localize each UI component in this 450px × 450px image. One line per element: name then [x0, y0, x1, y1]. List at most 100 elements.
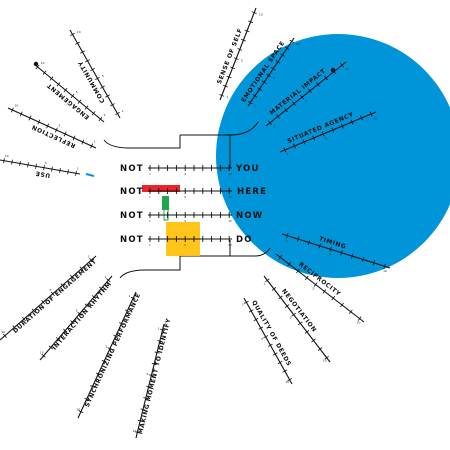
axis-tick: [318, 243, 321, 249]
axis-tick-label: 5: [45, 161, 47, 165]
axis-tick: [331, 295, 336, 301]
axis-tick-label: 5: [50, 288, 52, 292]
axis-tick: [79, 266, 84, 271]
axis-tick: [263, 335, 268, 339]
axis-tick-label: 1: [94, 139, 96, 143]
axis-tick: [11, 107, 14, 113]
axis-tick: [151, 362, 157, 365]
axis-tick: [28, 115, 32, 121]
axis-line: [0, 255, 97, 341]
axis-tick: [46, 123, 49, 129]
axis-tick: [51, 166, 53, 172]
axis-tick: [124, 309, 130, 313]
axis-tick: [277, 360, 283, 365]
axis-tick: [2, 333, 7, 338]
axis-tick: [324, 355, 329, 360]
axis-tick: [316, 82, 320, 87]
axis-tick: [154, 351, 160, 354]
axis-tick: [49, 76, 54, 81]
axis-tick-label: 10: [41, 61, 45, 65]
axis-tick: [110, 103, 115, 107]
axis-tick-label: 1: [226, 95, 228, 99]
axis-tick: [222, 84, 228, 88]
axis-tick: [113, 334, 119, 338]
axis-tick: [291, 312, 296, 317]
axis-tick: [272, 352, 278, 356]
axis-tick-label: 5: [290, 316, 292, 320]
axis-tick: [160, 328, 166, 331]
axis-line: [7, 107, 97, 149]
axis-tick: [284, 304, 290, 308]
axis-tick-label: 5: [273, 76, 275, 80]
row-tick-label: 5: [184, 172, 186, 176]
axis-tick: [360, 115, 363, 121]
axis-tick: [372, 260, 375, 266]
axis-tick: [283, 147, 287, 153]
connector-lower-left: [119, 256, 181, 279]
axis-tick: [261, 80, 267, 84]
axis-tick: [70, 274, 74, 280]
axis-tick: [286, 233, 289, 239]
axis-label: ENGAGEMENT: [45, 81, 90, 120]
axis-tick-label: 10: [259, 12, 263, 16]
axis-tick: [157, 340, 163, 343]
axis-tick: [35, 64, 40, 70]
axis-tick: [302, 139, 306, 145]
axis-tick: [99, 286, 104, 291]
row-tick-label: 1: [149, 243, 151, 247]
row-tick-label: 1: [149, 172, 151, 176]
axis-label: DURATION OF ENGAGEMENT: [12, 258, 99, 335]
axis-tick: [351, 253, 354, 259]
axis-tick: [75, 170, 77, 176]
axis-tick: [81, 139, 85, 145]
axis-tick: [3, 158, 5, 164]
axis-tick: [67, 169, 69, 175]
axis-tick-label: 10: [357, 321, 361, 325]
axis-tick: [91, 295, 97, 299]
axis-tick: [84, 105, 89, 110]
axis-tick-label: 5: [105, 345, 107, 349]
axis-label: MAKING MOMENT TO IDENTIFY: [137, 317, 172, 435]
axis-tick: [70, 320, 75, 325]
axis-tick: [12, 325, 17, 330]
axis-tick: [276, 114, 280, 119]
axis-tick: [322, 289, 327, 294]
axis-tick: [41, 353, 46, 358]
axis-tick-label: 1: [158, 327, 160, 331]
axis-line: [39, 275, 113, 361]
axis-tick-label: 10: [40, 351, 44, 355]
axis-line: [135, 323, 165, 439]
axis-tick-label: 1: [277, 259, 279, 263]
row-word: HERE: [237, 187, 267, 197]
axis-tick: [300, 94, 304, 100]
axis-tick: [63, 131, 67, 137]
axis-tick-label: 1: [254, 103, 256, 107]
row-tick-label: 10: [228, 172, 232, 176]
axis-tick: [90, 385, 95, 388]
row-word: DO: [236, 235, 253, 245]
axis-tick-label: 1: [286, 238, 288, 242]
axis-tick: [268, 120, 272, 126]
axis-tick: [278, 295, 283, 300]
axis-tick: [296, 268, 300, 274]
axis-tick: [350, 119, 354, 125]
axis-tick-label: 10: [133, 429, 137, 433]
axis-tick-label: 1: [105, 275, 107, 279]
green-marker: [162, 196, 169, 210]
axis-tick: [11, 159, 13, 165]
axis-tick-label: 10: [285, 380, 289, 384]
row-tick-label: 10: [228, 219, 232, 223]
axis-tick-label: 5: [76, 309, 78, 313]
axis-line: [275, 253, 365, 323]
axis-tick: [35, 163, 37, 169]
axis-tick: [22, 316, 26, 322]
axis-line: [33, 63, 105, 123]
connector-lines: [103, 121, 271, 279]
row-tick-label: 5: [184, 219, 186, 223]
axis-label: NEGOTIATION: [280, 288, 318, 334]
axis-tick: [357, 316, 362, 321]
axis-line: [281, 233, 391, 269]
